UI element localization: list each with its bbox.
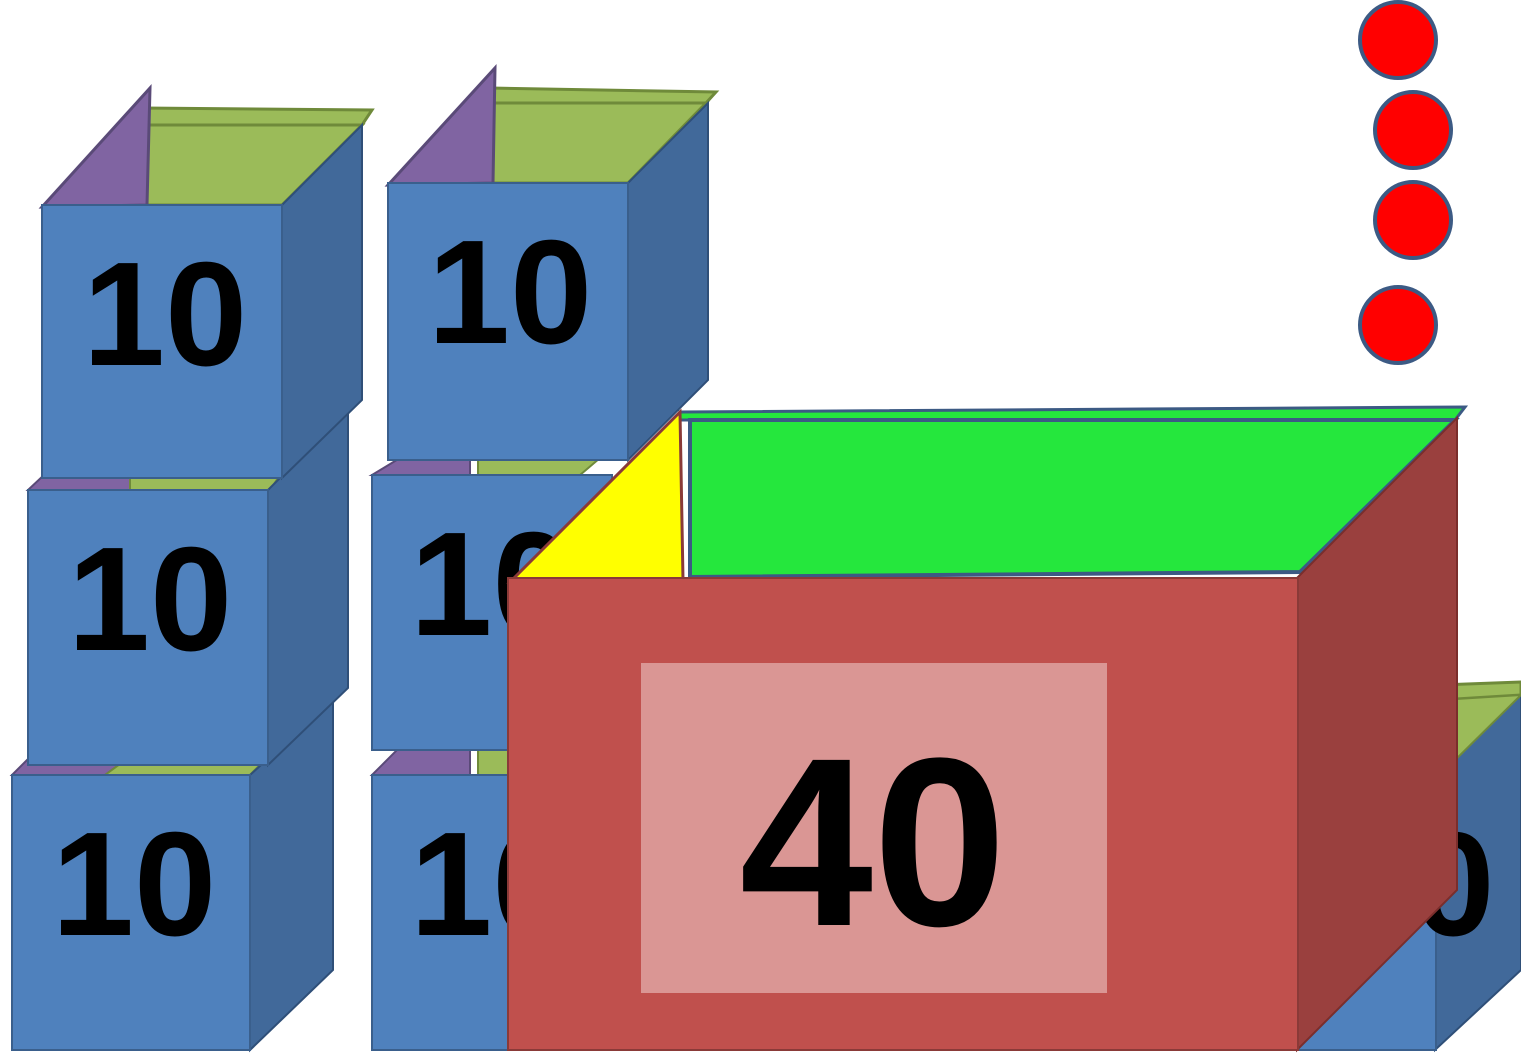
red-dot-icon [1360, 2, 1436, 78]
red-dot-icon [1375, 92, 1451, 168]
box-left-top: 10 [42, 88, 372, 478]
red-dot-icon [1360, 287, 1436, 363]
box-label: 10 [52, 802, 217, 967]
red-dot-icon [1375, 182, 1451, 258]
big-box: 40 [508, 407, 1465, 1050]
box-label: 10 [83, 232, 248, 397]
box-label: 10 [68, 517, 233, 682]
box-middle-top: 10 [388, 68, 716, 460]
dot-stack [1360, 2, 1451, 363]
box-label: 10 [428, 210, 593, 375]
big-box-label: 40 [740, 708, 1007, 976]
